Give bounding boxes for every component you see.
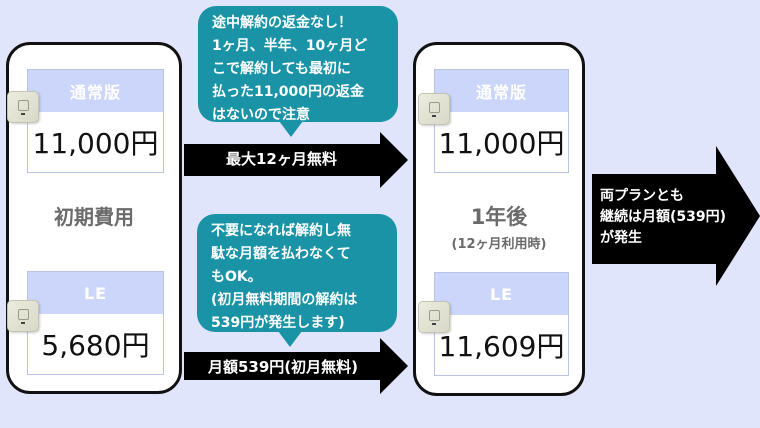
- initial-cost-label: 初期費用: [54, 205, 134, 229]
- plan-price: 11,000円: [32, 127, 159, 160]
- plan-name: 通常版: [435, 70, 568, 112]
- plan-name: 通常版: [28, 70, 163, 112]
- arrow-label: 月額539円(初月無料): [208, 358, 359, 376]
- plan-price: 11,000円: [438, 127, 565, 160]
- plan-price: 5,680円: [41, 329, 150, 362]
- warning-callout-top: 途中解約の返金なし！ 1ヶ月、半年、10ヶ月ど こで解約しても最初に 払った11…: [198, 6, 398, 123]
- arrow-monthly-fee: 月額539円(初月無料): [184, 338, 410, 394]
- plan-price: 11,609円: [438, 330, 565, 363]
- plan-name: LE: [435, 273, 568, 315]
- arrow-label: 最大12ヶ月無料: [226, 150, 337, 168]
- router-device-icon: [7, 91, 39, 123]
- plan-le-initial: LE 5,680円: [27, 271, 164, 375]
- plan-le-after: LE 11,609円: [434, 272, 569, 376]
- info-callout-bottom: 不要になれば解約し無 駄な月額を払わなくて もOK。 (初月無料期間の解約は 5…: [197, 214, 397, 332]
- after-one-year-card: 通常版 11,000円 1年後 (12ヶ月利用時) LE 11,609円: [413, 42, 585, 396]
- callout-tail: [278, 331, 302, 347]
- arrow-continuation-fee: 両プランとも 継続は月額(539円) が発生: [592, 146, 760, 286]
- callout-tail: [279, 121, 303, 137]
- arrow-free-months: 最大12ヶ月無料: [184, 132, 410, 188]
- router-device-icon: [418, 301, 450, 333]
- arrow-label: 両プランとも 継続は月額(539円) が発生: [600, 188, 727, 246]
- router-device-icon: [418, 93, 450, 125]
- plan-name: LE: [28, 272, 163, 314]
- plan-standard-after: 通常版 11,000円: [434, 69, 569, 173]
- plan-standard-initial: 通常版 11,000円: [27, 69, 164, 173]
- initial-cost-card: 通常版 11,000円 初期費用 LE 5,680円: [6, 42, 182, 394]
- router-device-icon: [7, 300, 39, 332]
- after-one-year-sublabel: (12ヶ月利用時): [451, 237, 547, 252]
- after-one-year-label: 1年後: [470, 205, 528, 229]
